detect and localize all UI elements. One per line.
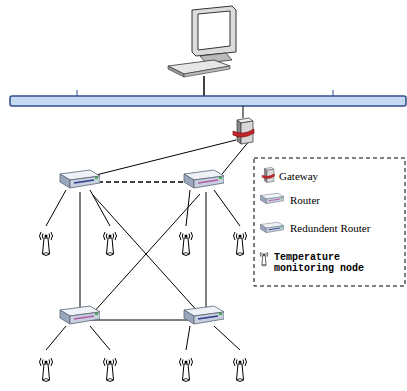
legend-text: Gateway (279, 170, 399, 183)
link-lines (80, 106, 250, 320)
bus-bar (10, 96, 406, 106)
legend-text: Temperature monitoring node (274, 252, 398, 274)
link-line (203, 76, 205, 96)
computer-icon (168, 6, 236, 77)
legend-gateway-sample (262, 167, 274, 182)
legend-text: Router (290, 194, 400, 207)
router-icon (184, 306, 224, 324)
legend-node-sample (260, 252, 268, 266)
sensor-links (46, 190, 240, 350)
legend-text: Redundent Router (290, 222, 402, 235)
redundant-router-icon (60, 306, 100, 324)
bus-tick (77, 90, 333, 96)
legend-redundant-router-sample (261, 222, 284, 233)
gateway-icon (233, 118, 254, 144)
legend-router-sample (261, 193, 284, 204)
temperature-node-icons (40, 232, 247, 382)
router-icon (60, 170, 100, 188)
legend-frame (254, 158, 405, 286)
redundant-router-icon (184, 170, 224, 188)
